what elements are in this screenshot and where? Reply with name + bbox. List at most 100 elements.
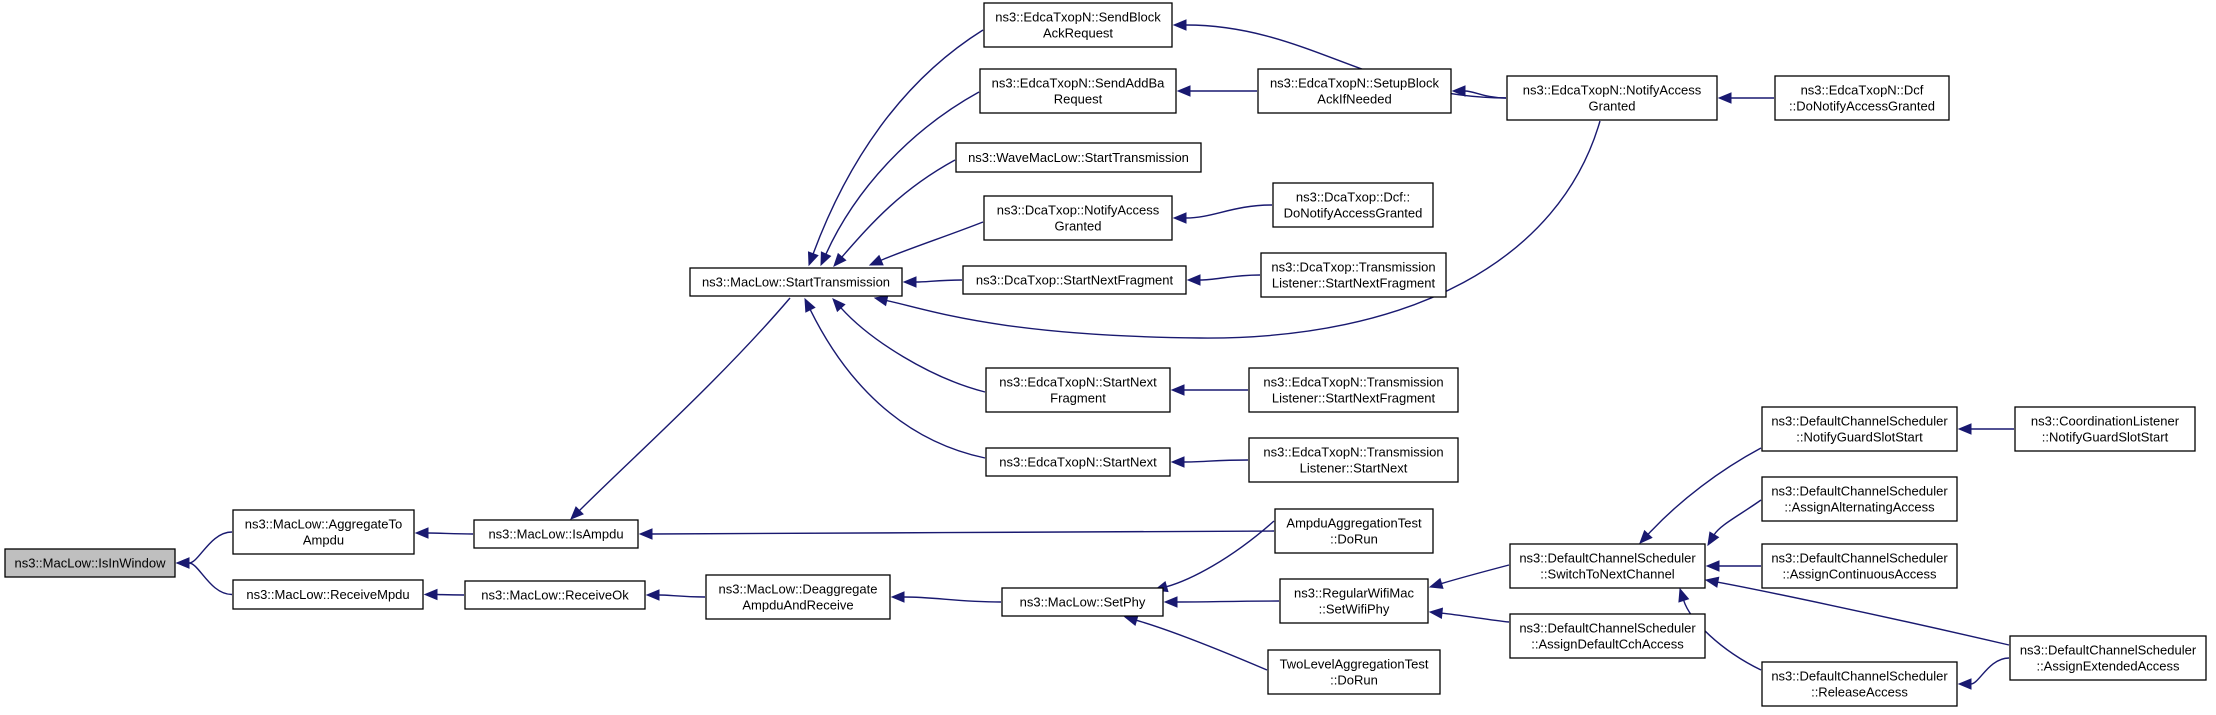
node-label-line: ns3::MacLow::AggregateTo [245, 517, 403, 532]
edge-n28-to-n26 [1639, 447, 1762, 544]
edge-n6-to-n4 [570, 297, 791, 520]
edge-n24-to-n16 [1451, 85, 1507, 99]
node-label-line: ns3::MacLow::StartTransmission [702, 275, 890, 290]
node-box [983, 195, 1173, 241]
node-box [4, 548, 176, 578]
node-label-line: ns3::EdcaTxopN::SendAddBa [992, 76, 1165, 91]
edge-n31-to-n26 [1678, 587, 1762, 671]
node-label-line: AckIfNeeded [1317, 92, 1391, 107]
node-box [1509, 613, 1706, 659]
node-label-line: TwoLevelAggregationTest [1280, 657, 1429, 672]
edge-n23-to-n8 [1123, 614, 1268, 671]
node-label-line: ns3::MacLow::IsInWindow [14, 556, 166, 571]
node-ns3-maclow-starttransmission[interactable]: ns3::MacLow::StartTransmission [689, 267, 903, 297]
node-ns3-defaultchannelscheduler-assigndefaultcchaccess[interactable]: ns3::DefaultChannelScheduler::AssignDefa… [1509, 613, 1706, 659]
node-ns3-maclow-setphy[interactable]: ns3::MacLow::SetPhy [1001, 587, 1164, 617]
arrowhead-icon [423, 588, 438, 601]
node-ns3-edcatxopn-dcf-donotifyaccessgranted[interactable]: ns3::EdcaTxopN::Dcf::DoNotifyAccessGrant… [1774, 75, 1950, 121]
node-ns3-defaultchannelscheduler-assignextendedaccess[interactable]: ns3::DefaultChannelScheduler::AssignExte… [2009, 635, 2207, 681]
node-ns3-coordinationlistener-notifyguardslotstart[interactable]: ns3::CoordinationListener::NotifyGuardSl… [2014, 406, 2196, 452]
node-box [689, 267, 903, 297]
node-ns3-dcatxop-dcf-donotifyaccessgranted[interactable]: ns3::DcaTxop::Dcf::DoNotifyAccessGranted [1272, 182, 1434, 228]
edge-n33-to-n31 [1957, 657, 2010, 690]
arrowhead-icon [1639, 529, 1653, 544]
node-box [1248, 367, 1459, 413]
node-ns3-edcatxopn-startnextfragment[interactable]: ns3::EdcaTxopN::StartNextFragment [985, 367, 1171, 413]
arrowhead-icon [175, 557, 190, 569]
node-ns3-defaultchannelscheduler-releaseaccess[interactable]: ns3::DefaultChannelScheduler::ReleaseAcc… [1761, 661, 1958, 707]
node-ns3-dcatxop-startnextfragment[interactable]: ns3::DcaTxop::StartNextFragment [962, 265, 1187, 295]
node-label-line: ns3::WaveMacLow::StartTransmission [968, 150, 1189, 165]
node-box [464, 580, 646, 610]
node-label-line: ::DoNotifyAccessGranted [1789, 99, 1935, 114]
edge-line [812, 29, 984, 254]
edge-line [1136, 619, 1268, 671]
node-label-line: ns3::EdcaTxopN::Transmission [1263, 445, 1443, 460]
arrowhead-icon [1176, 85, 1191, 97]
node-label-line: Granted [1589, 99, 1636, 114]
edge-n33-to-n26 [1704, 576, 2010, 646]
arrowhead-icon [833, 252, 847, 267]
node-box [705, 574, 891, 620]
node-ns3-maclow-isinwindow[interactable]: ns3::MacLow::IsInWindow [4, 548, 176, 578]
node-ns3-defaultchannelscheduler-switchtonextchannel[interactable]: ns3::DefaultChannelScheduler::SwitchToNe… [1509, 543, 1706, 589]
node-label-line: ::SetWifiPhy [1319, 602, 1390, 617]
node-label-line: ns3::EdcaTxopN::Transmission [1263, 375, 1443, 390]
node-box [232, 579, 424, 610]
node-ns3-dcatxop-transmissionlistener-startnextfragment[interactable]: ns3::DcaTxop::TransmissionListener::Star… [1260, 252, 1447, 298]
node-ns3-maclow-isampdu[interactable]: ns3::MacLow::IsAmpdu [473, 519, 639, 549]
node-label-line: ns3::DcaTxop::Transmission [1271, 260, 1435, 275]
node-box [1761, 661, 1958, 707]
node-box [1248, 437, 1459, 483]
node-ns3-defaultchannelscheduler-assignalternatingaccess[interactable]: ns3::DefaultChannelScheduler::AssignAlte… [1761, 476, 1958, 522]
edge-line [1647, 447, 1762, 535]
node-label-line: ns3::DcaTxop::NotifyAccess [997, 203, 1160, 218]
arrowhead-icon [1172, 212, 1187, 224]
node-label-line: Fragment [1050, 391, 1106, 406]
edge-line [651, 530, 1275, 535]
node-label-line: ns3::MacLow::IsAmpdu [488, 527, 623, 542]
node-twolevelaggregationtest-dorun[interactable]: TwoLevelAggregationTest::DoRun [1267, 649, 1441, 695]
node-ns3-defaultchannelscheduler-assigncontinuousaccess[interactable]: ns3::DefaultChannelScheduler::AssignCont… [1761, 543, 1958, 589]
node-label-line: Request [1054, 92, 1103, 107]
arrowhead-icon [1186, 274, 1201, 286]
node-ns3-wavemaclow-starttransmission[interactable]: ns3::WaveMacLow::StartTransmission [955, 142, 1202, 173]
edge-line [1185, 24, 1507, 99]
arrowhead-icon [807, 251, 819, 267]
edge-n3-to-n1 [175, 557, 233, 596]
node-ns3-maclow-receiveok[interactable]: ns3::MacLow::ReceiveOk [464, 580, 646, 610]
edge-line [903, 596, 1002, 603]
arrowhead-icon [1717, 92, 1732, 104]
node-ns3-edcatxopn-startnext[interactable]: ns3::EdcaTxopN::StartNext [985, 447, 1171, 477]
node-label-line: ns3::MacLow::ReceiveMpdu [246, 587, 409, 602]
node-box [985, 447, 1171, 477]
node-box [232, 509, 415, 555]
node-ampduaggregationtest-dorun[interactable]: AmpduAggregationTest::DoRun [1274, 508, 1434, 554]
node-ns3-edcatxopn-transmissionlistener-startnextfragment[interactable]: ns3::EdcaTxopN::TransmissionListener::St… [1248, 367, 1459, 413]
arrowhead-icon [1163, 596, 1178, 608]
edge-n13-to-n6 [902, 276, 963, 288]
node-label-line: ns3::MacLow::ReceiveOk [481, 588, 629, 603]
edge-line [1183, 459, 1249, 463]
node-box [1509, 543, 1706, 589]
edge-n32-to-n28 [1957, 423, 2015, 435]
node-ns3-defaultchannelscheduler-notifyguardslotstart[interactable]: ns3::DefaultChannelScheduler::NotifyGuar… [1761, 406, 1958, 452]
arrowhead-icon [820, 251, 832, 267]
node-label-line: ns3::EdcaTxopN::Dcf [1801, 83, 1924, 98]
edge-line [880, 221, 984, 261]
node-label-line: ns3::DefaultChannelScheduler [2020, 643, 2197, 658]
node-box [1506, 75, 1718, 121]
edge-n19-to-n14 [1170, 384, 1248, 396]
node-box [1001, 587, 1164, 617]
node-ns3-regularwifimac-setwifiphy[interactable]: ns3::RegularWifiMac::SetWifiPhy [1279, 578, 1429, 624]
node-ns3-dcatxop-notifyaccessgranted[interactable]: ns3::DcaTxop::NotifyAccessGranted [983, 195, 1173, 241]
edge-n18-to-n13 [1186, 274, 1261, 286]
node-ns3-edcatxopn-notifyaccessgranted[interactable]: ns3::EdcaTxopN::NotifyAccessGranted [1506, 75, 1718, 121]
node-ns3-maclow-receivempdu[interactable]: ns3::MacLow::ReceiveMpdu [232, 579, 424, 610]
node-ns3-edcatxopn-transmissionlistener-startnext[interactable]: ns3::EdcaTxopN::TransmissionListener::St… [1248, 437, 1459, 483]
